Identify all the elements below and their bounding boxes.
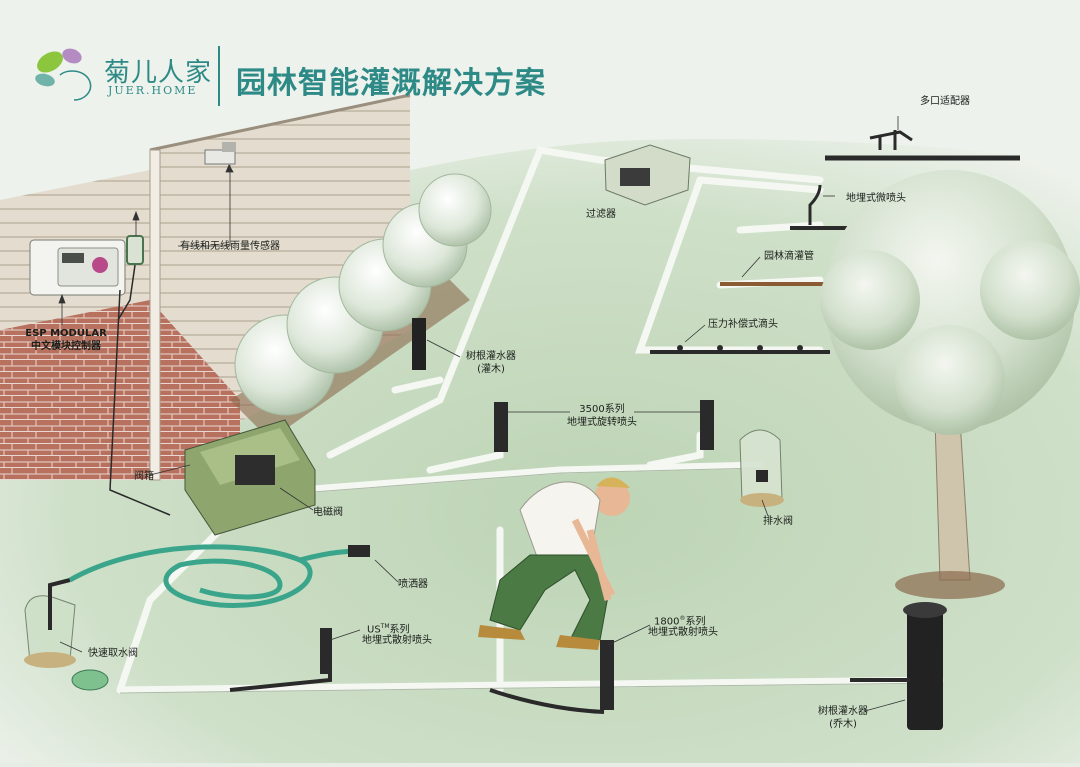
label-1800-series-line2: 地埋式散射喷头: [648, 626, 718, 639]
page-title: 园林智能灌溉解决方案: [236, 58, 546, 102]
rotor-right: [700, 400, 714, 450]
label-rain-sensor: 有线和无线雨量传感器: [180, 240, 280, 253]
label-solenoid-valve: 电磁阀: [313, 506, 343, 519]
shrub-root-irrigator: [412, 318, 426, 370]
label-controller-line2: 中文模块控制器: [20, 340, 112, 353]
drain-valve-device: [740, 430, 784, 507]
us-spray-head: [320, 628, 332, 674]
label-pressure-comp-dripper: 压力补偿式滴头: [708, 318, 778, 331]
us-series-tm: TM: [381, 623, 390, 630]
label-valve-box: 阀箱: [134, 470, 154, 483]
label-us-series-line2: 地埋式散射喷头: [362, 634, 432, 647]
label-drip-tube: 园林滴灌管: [764, 250, 814, 263]
label-controller-line1: ESP MODULAR: [20, 327, 112, 340]
label-drain-valve: 排水阀: [763, 515, 793, 528]
label-tree-irrigator-line2: (乔木): [808, 718, 878, 731]
tree-root-irrigator-cap: [903, 602, 947, 618]
label-rotor-3500-line1: 3500系列: [560, 403, 644, 416]
brand-name-en: JUER.HOME: [108, 84, 197, 97]
label-rotor-3500-line2: 地埋式旋转喷头: [555, 416, 649, 429]
label-multi-outlet-adapter: 多口适配器: [920, 95, 970, 108]
rotor-left: [494, 402, 508, 452]
spray-1800-head: [600, 640, 614, 710]
label-buried-micro-spray: 地埋式微喷头: [846, 192, 906, 205]
label-shrub-irrigator-line2: (灌木): [455, 363, 527, 376]
label-quick-coupling-valve: 快速取水阀: [88, 647, 138, 660]
label-tree-irrigator-line1: 树根灌水器: [808, 705, 878, 718]
label-shrub-irrigator-line1: 树根灌水器: [455, 350, 527, 363]
tree-root-irrigator: [907, 610, 943, 730]
title-divider: [218, 46, 220, 106]
label-filter: 过滤器: [586, 208, 616, 221]
label-sprayer: 喷洒器: [398, 578, 428, 591]
